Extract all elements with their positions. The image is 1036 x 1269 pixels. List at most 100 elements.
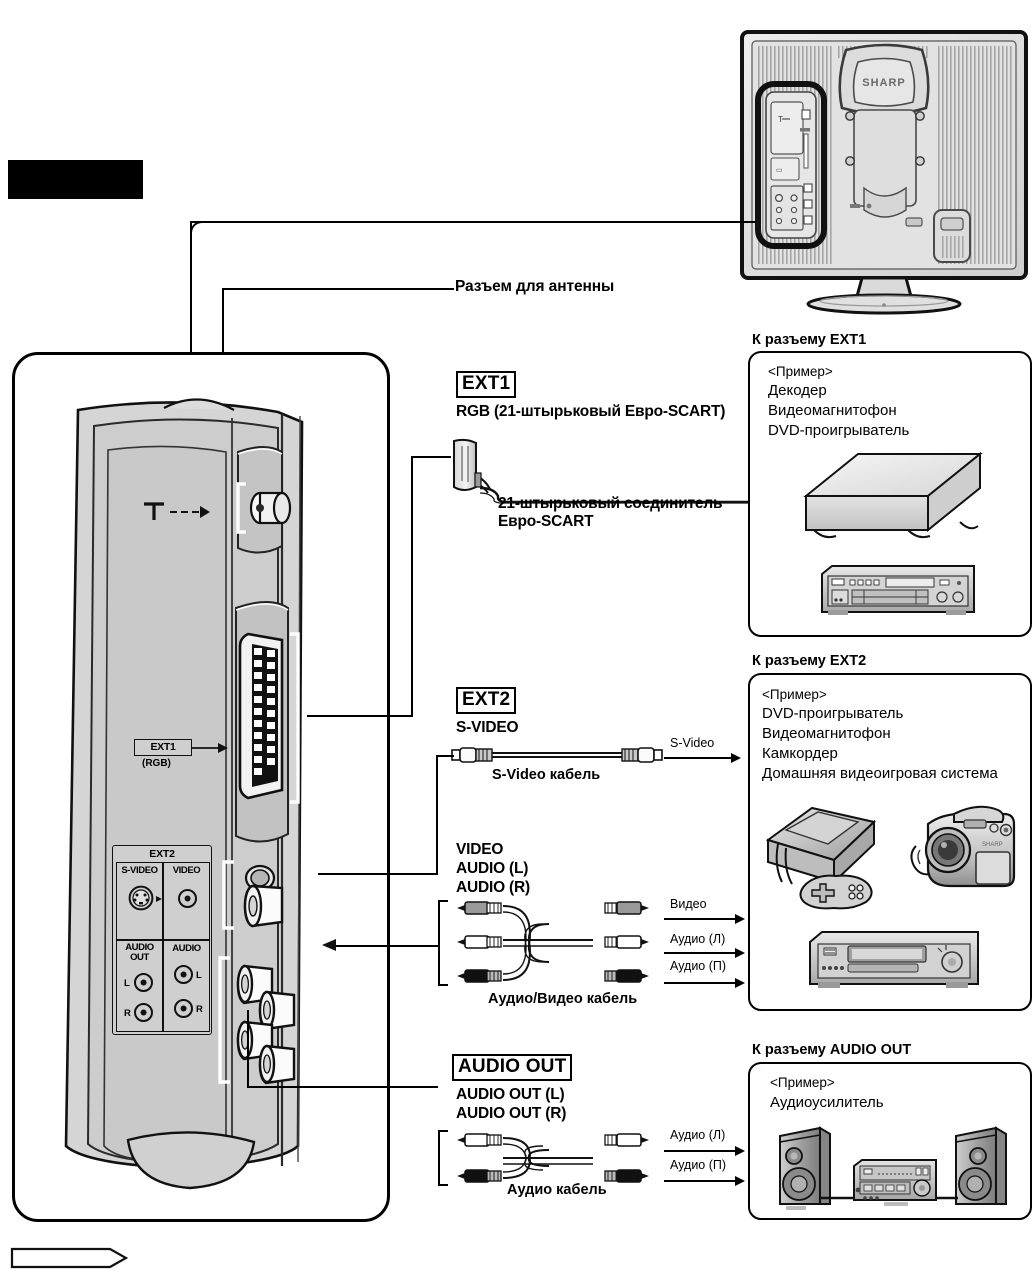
ext2-example-title: <Пример> (762, 687, 827, 702)
antenna-symbol-group (140, 500, 230, 526)
s-video-cable-illustration (451, 745, 663, 765)
panel-cell-audio: AUDIO L R (163, 940, 210, 1032)
s-video-flow-label: S-Video (670, 736, 715, 750)
ext1-tag-text: EXT1 (456, 371, 517, 398)
antenna-label: Разъем для антенны (455, 278, 615, 295)
scart-cable-label-line1: 21-штырьковый соединитель (498, 495, 723, 512)
ext2-example-1: DVD-проигрыватель (762, 705, 904, 722)
audio-out-example-1: Аудиоусилитель (770, 1094, 884, 1111)
ext1-example-2: Видеомагнитофон (768, 402, 897, 419)
antenna-label-run (222, 288, 422, 291)
video-rca-jack (178, 889, 197, 908)
tv-rear-illustration: SHARP T ▭ (738, 28, 1030, 315)
camcorder-illustration: SHARP (902, 798, 1026, 910)
ext2-tag-boxed: EXT2 (456, 687, 517, 714)
av-flow-label-audio-r: Аудио (П) (670, 959, 727, 973)
svideo-cable-leader (436, 755, 454, 758)
av-panel-arrow-head (320, 936, 338, 954)
ext2-box-header: К разъему EXT2 (752, 653, 867, 669)
av-cable-illustration (455, 896, 649, 992)
panel-ext2-title: EXT2 (149, 848, 175, 860)
scart-port-leader-v (411, 456, 414, 717)
av-flow-label-audio-l: Аудио (Л) (670, 932, 726, 946)
panel-ext1-rgb-label: (RGB) (142, 758, 171, 769)
svideo-panel-leader-h (318, 873, 438, 876)
av-cable-bracket (438, 900, 448, 986)
panel-ext2-label-block: EXT2 S-VIDEO VIDEO (112, 845, 212, 1035)
scart-plug-illustration (448, 437, 568, 499)
svg-text:SHARP: SHARP (862, 77, 906, 89)
panel-audio-right-mark: R (196, 1004, 203, 1015)
av-flow-arrow-audio-r (664, 982, 736, 985)
audio-in-right-jack (174, 999, 193, 1018)
ext1-example-title: <Пример> (768, 364, 833, 379)
av-title-audio-r: AUDIO (R) (456, 879, 530, 896)
panel-cell-video-label: VIDEO (172, 865, 201, 876)
scart-port-leader-h (307, 715, 413, 718)
ext2-example-4: Домашняя видеоигровая система (762, 765, 998, 782)
audio-cable-illustration (455, 1128, 649, 1190)
audio-out-example-title: <Пример> (770, 1075, 835, 1090)
audio-out-title-l: AUDIO OUT (L) (456, 1086, 565, 1103)
panel-cell-svideo: S-VIDEO (116, 862, 163, 940)
set-top-box-illustration (800, 448, 986, 554)
panel-audio-out-left-mark: L (124, 978, 130, 989)
audio-out-right-jack (134, 1003, 153, 1022)
panel-cell-audio-out-label2: OUT (130, 952, 149, 963)
av-flow-arrow-audio-l (664, 952, 736, 955)
panel-audio-left-mark: L (196, 970, 202, 981)
vcr-deck-illustration-ext2 (806, 928, 982, 994)
panel-ext1-tag: EXT1 (134, 739, 192, 756)
audio-cable-label: Аудио кабель (507, 1182, 607, 1198)
panel-cell-svideo-label: S-VIDEO (121, 865, 158, 876)
av-title-video: VIDEO (456, 841, 504, 858)
audio-out-flow-label-r: Аудио (П) (670, 1158, 727, 1172)
audio-out-panel-leader-v (247, 1010, 250, 1088)
scart-cable-label-line2: Евро-SCART (498, 513, 594, 530)
ext1-example-3: DVD-проигрыватель (768, 422, 910, 439)
scart-cable-run (478, 484, 808, 506)
panel-cell-audio-label: AUDIO (172, 943, 201, 954)
antenna-leader-vertical (190, 221, 193, 421)
game-console-illustration (756, 800, 906, 910)
svideo-panel-leader-v (436, 755, 439, 875)
svg-text:▭: ▭ (776, 167, 783, 174)
audio-out-flow-arrow-l (664, 1150, 736, 1153)
audio-out-tag-text: AUDIO OUT (452, 1054, 573, 1081)
antenna-leader-horizontal (190, 221, 756, 224)
audio-out-panel-leader-h (247, 1086, 438, 1089)
ext1-box-header: К разъему EXT1 (752, 332, 867, 348)
footer-banner (10, 1247, 129, 1269)
panel-cell-video: VIDEO (163, 862, 210, 940)
av-title-audio-l: AUDIO (L) (456, 860, 529, 877)
ext2-tag-text: EXT2 (456, 687, 517, 714)
panel-cell-audio-out: AUDIO OUT L R (116, 940, 163, 1032)
audio-in-left-jack (174, 965, 193, 984)
scart-plug-leader (411, 456, 451, 459)
ext2-example-2: Видеомагнитофон (762, 725, 891, 742)
audio-cable-bracket (438, 1130, 448, 1186)
audio-out-flow-label-l: Аудио (Л) (670, 1128, 726, 1142)
audio-out-title-r: AUDIO OUT (R) (456, 1105, 567, 1122)
s-video-cable-label: S-Video кабель (492, 767, 601, 783)
audio-system-illustration (772, 1122, 1016, 1214)
redacted-title-bar (8, 160, 143, 199)
audio-out-box-header: К разъему AUDIO OUT (752, 1042, 912, 1058)
panel-ext1-tag-group: EXT1 (RGB) (134, 739, 230, 781)
av-flow-arrow-video (664, 918, 736, 921)
ext2-example-3: Камкордер (762, 745, 838, 762)
ext1-title: RGB (21-штырьковый Евро-SCART) (456, 403, 726, 420)
s-video-flow-arrow (664, 757, 732, 760)
audio-out-tag-boxed: AUDIO OUT (452, 1054, 573, 1081)
ext1-example-1: Декодер (768, 382, 827, 399)
av-panel-leader (330, 945, 438, 948)
svg-text:T: T (778, 115, 783, 124)
av-flow-label-video: Видео (670, 897, 707, 911)
av-cable-label: Аудио/Видео кабель (488, 991, 638, 1007)
audio-out-flow-arrow-r (664, 1180, 736, 1183)
antenna-label-tick (420, 288, 454, 291)
ext2-title: S-VIDEO (456, 719, 519, 736)
s-video-din-jack (128, 885, 154, 911)
panel-highlight-outline (755, 81, 827, 249)
